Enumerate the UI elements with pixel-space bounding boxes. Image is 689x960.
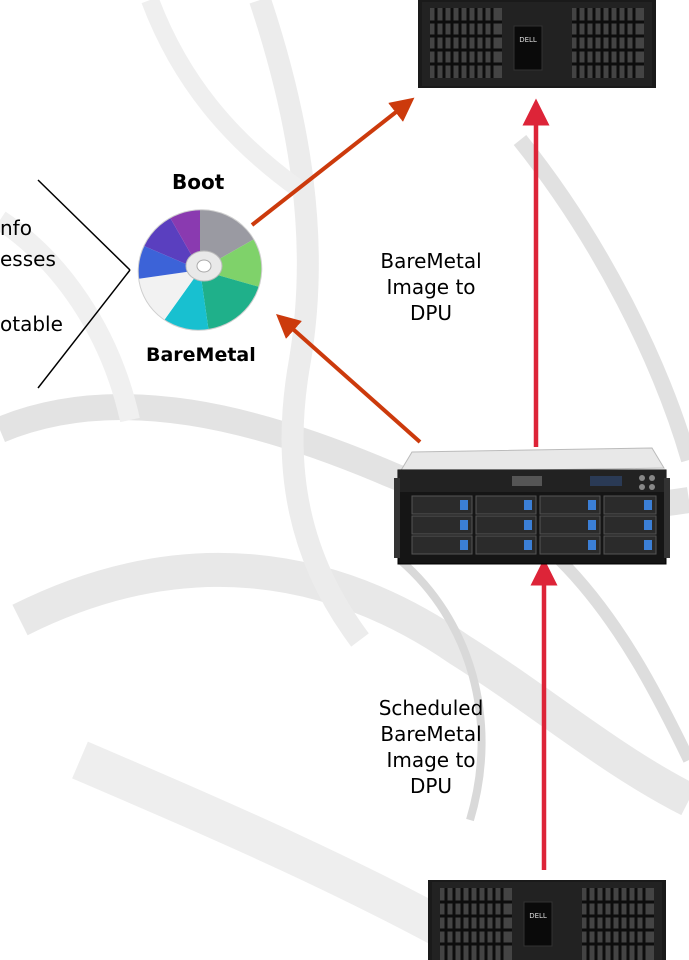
rack-server-icon [394, 447, 670, 565]
bottom-dpu-brand: DELL [529, 912, 547, 920]
bottom-edge-line3: Image to [386, 748, 476, 772]
arrow-disc-to-top-dpu [250, 97, 415, 227]
left-partial-text-1: nfo [0, 216, 32, 240]
baremetal-label: BareMetal [146, 344, 256, 366]
bottom-edge-line2: BareMetal [380, 722, 482, 746]
left-partial-text-2: esses [0, 247, 56, 271]
mid-edge-label: BareMetal Image to DPU [356, 248, 506, 326]
cd-disc-icon [130, 200, 270, 340]
left-partial-text-3: otable [0, 312, 63, 336]
mid-edge-line2: Image to [386, 275, 476, 299]
top-dpu-brand: DELL [519, 36, 537, 44]
bottom-dpu-appliance-icon: DELL [428, 880, 666, 960]
bottom-edge-line1: Scheduled [378, 696, 484, 720]
mid-edge-line3: DPU [409, 301, 453, 325]
mid-edge-line1: BareMetal [380, 249, 482, 273]
top-dpu-appliance-icon: DELL [418, 0, 656, 88]
bottom-edge-label: Scheduled BareMetal Image to DPU [356, 695, 506, 799]
bottom-edge-line4: DPU [409, 774, 453, 798]
boot-label: Boot [172, 170, 225, 194]
arrow-server-to-disc [276, 314, 422, 444]
